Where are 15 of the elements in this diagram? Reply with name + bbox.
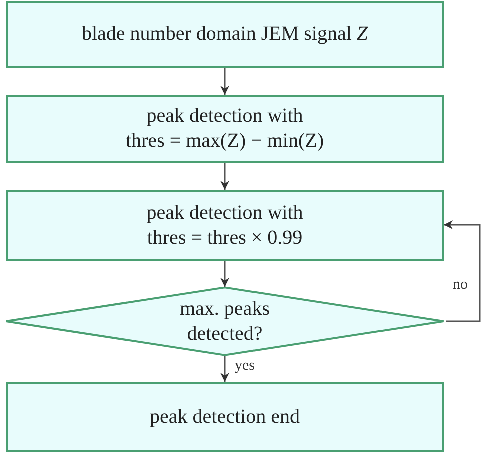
step-text: peak detection end [150,404,300,430]
process-box [6,382,444,452]
arrow [444,220,481,322]
decision-diamond [4,287,446,356]
process-box [6,190,444,261]
arrow [220,68,230,95]
arrow [220,163,230,190]
step-text: peak detection with thres = max(Z) − min(Z) [124,104,326,154]
process-box [6,95,444,163]
process-box [6,1,444,68]
arrow [220,356,230,382]
arrow [220,261,230,287]
decision-text: max. peaks detected? [179,296,271,346]
step-text: peak detection with thres = thres × 0.99 [146,200,304,250]
step-text: blade number domain JEM signal Z [82,22,368,47]
